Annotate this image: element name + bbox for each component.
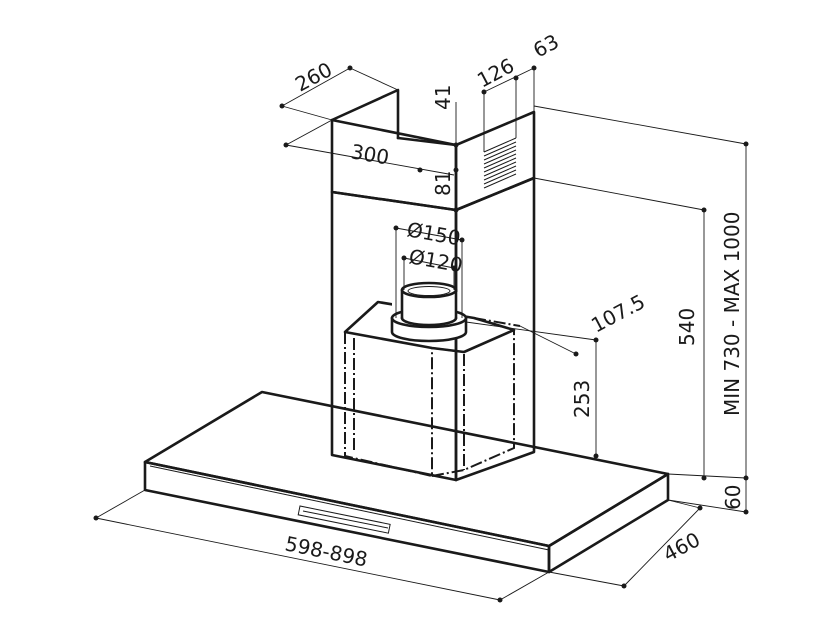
label-107-5: 107.5	[587, 289, 649, 337]
motor-edge	[431, 347, 465, 353]
label-81: 81	[431, 171, 455, 196]
dimension-lines	[93, 65, 749, 603]
control-strip-inner	[302, 510, 389, 529]
label-63: 63	[529, 29, 563, 62]
collar-inner-base	[400, 316, 458, 327]
label-60: 60	[721, 485, 745, 510]
collar-outer-lower	[390, 316, 468, 343]
motor-front-hidden	[344, 332, 433, 478]
label-260: 260	[291, 57, 336, 96]
canopy-bevel-line	[149, 465, 550, 551]
control-strip	[297, 505, 391, 534]
canopy	[143, 390, 670, 574]
label-540: 540	[675, 308, 699, 346]
chimney	[330, 88, 536, 482]
bracket-edge	[396, 136, 458, 147]
upper-chimney-side	[454, 110, 536, 212]
motor-housing	[343, 300, 521, 478]
motor-side-hidden	[431, 330, 515, 477]
label-300: 300	[349, 139, 391, 169]
vent-grille	[483, 137, 517, 189]
outlet-collar	[390, 281, 468, 343]
label-total-height: MIN 730 - MAX 1000	[720, 212, 744, 416]
label-598-898: 598-898	[283, 531, 370, 571]
collar-top-rim	[400, 281, 458, 299]
canopy-side-face	[547, 472, 670, 574]
motor-back-edge	[473, 317, 521, 327]
label-253: 253	[570, 380, 594, 418]
label-41: 41	[431, 85, 455, 110]
label-460: 460	[659, 527, 704, 566]
